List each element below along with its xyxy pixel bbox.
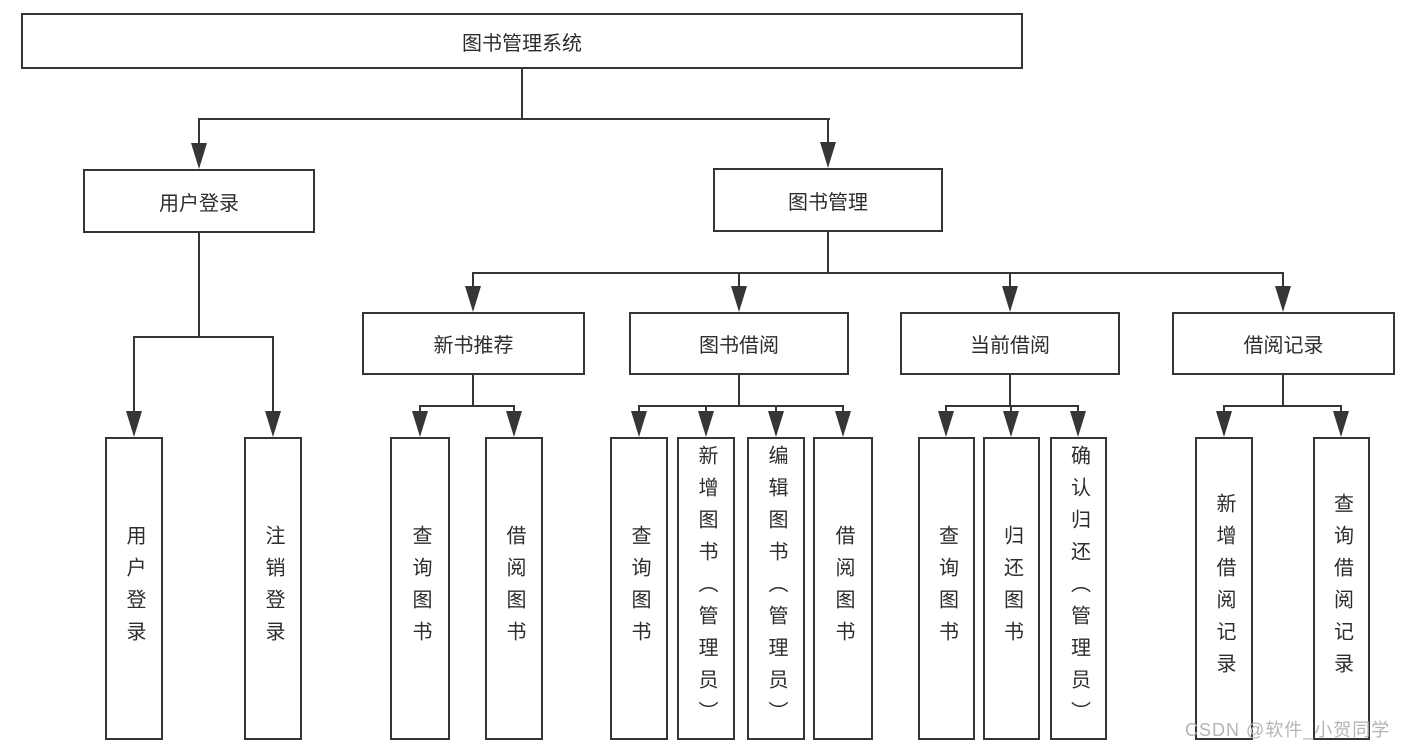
node-user-login-label: 用户登录 xyxy=(159,192,239,215)
node-book-management-label: 图书管理 xyxy=(788,191,868,214)
connector-line xyxy=(1009,273,1011,288)
connector-line xyxy=(775,406,777,414)
arrow-down-icon xyxy=(631,411,647,437)
leaf-records-query-record: 查询借阅记录 xyxy=(1313,437,1370,740)
leaf-user-login: 用户登录 xyxy=(105,437,163,740)
connector-line xyxy=(198,119,200,145)
connector-line xyxy=(738,375,740,406)
leaf-records-query-record-label: 查询借阅记录 xyxy=(1330,492,1353,685)
connector-line xyxy=(827,232,829,273)
arrow-down-icon xyxy=(1275,286,1291,312)
connector-line xyxy=(705,406,707,414)
connector-line xyxy=(272,337,274,413)
node-current-borrow-label: 当前借阅 xyxy=(970,335,1050,357)
connector-line xyxy=(1010,406,1012,414)
arrow-down-icon xyxy=(465,286,481,312)
connector-line xyxy=(842,406,844,414)
connector-line xyxy=(521,69,523,119)
node-book-borrow: 图书借阅 xyxy=(629,312,849,375)
connector-line xyxy=(1340,406,1342,414)
arrow-down-icon xyxy=(191,143,207,169)
leaf-current-query-books-label: 查询图书 xyxy=(935,524,958,653)
connector-line xyxy=(198,118,830,120)
connector-line xyxy=(472,375,474,406)
arrow-down-icon xyxy=(126,411,142,437)
leaf-borrow-edit-books: 编辑图书（管理员） xyxy=(747,437,805,740)
leaf-current-query-books: 查询图书 xyxy=(918,437,975,740)
leaf-current-return-books: 归还图书 xyxy=(983,437,1040,740)
node-new-book-recommend-label: 新书推荐 xyxy=(433,335,514,357)
leaf-borrow-add-books-label: 新增图书（管理员） xyxy=(695,444,717,733)
node-user-login: 用户登录 xyxy=(83,169,315,233)
arrow-down-icon xyxy=(820,142,836,168)
connector-line xyxy=(1009,375,1011,406)
node-root-system: 图书管理系统 xyxy=(21,13,1023,69)
connector-line xyxy=(472,273,474,288)
connector-line xyxy=(1282,375,1284,406)
leaf-recommend-borrow-books-label: 借阅图书 xyxy=(503,524,525,653)
leaf-borrow-query-books: 查询图书 xyxy=(610,437,668,740)
connector-line xyxy=(1077,406,1079,414)
watermark-text: CSDN @软件_小贺同学 xyxy=(1185,720,1391,740)
node-root-system-label: 图书管理系统 xyxy=(462,32,582,55)
connector-line xyxy=(1223,406,1225,414)
leaf-records-add-record-label: 新增借阅记录 xyxy=(1213,492,1235,685)
connector-line xyxy=(133,337,135,413)
node-borrow-records: 借阅记录 xyxy=(1172,312,1395,375)
arrow-down-icon xyxy=(1002,286,1018,312)
connector-line xyxy=(827,119,829,144)
node-new-book-recommend: 新书推荐 xyxy=(362,312,585,375)
connector-line xyxy=(513,406,515,414)
connector-line xyxy=(419,406,421,414)
leaf-recommend-borrow-books: 借阅图书 xyxy=(485,437,543,740)
leaf-current-confirm-return: 确认归还（管理员） xyxy=(1050,437,1107,740)
leaf-current-confirm-return-label: 确认归还（管理员） xyxy=(1067,444,1090,733)
connector-line xyxy=(419,405,515,407)
arrow-down-icon xyxy=(265,411,281,437)
arrow-down-icon xyxy=(1070,411,1086,437)
connector-line xyxy=(1223,405,1342,407)
leaf-borrow-add-books: 新增图书（管理员） xyxy=(677,437,735,740)
connector-line xyxy=(198,233,200,337)
leaf-logout: 注销登录 xyxy=(244,437,302,740)
leaf-records-add-record: 新增借阅记录 xyxy=(1195,437,1253,740)
connector-line xyxy=(945,406,947,414)
connector-line xyxy=(945,405,1079,407)
connector-line xyxy=(1282,273,1284,288)
arrow-down-icon xyxy=(1216,411,1232,437)
connector-line xyxy=(472,272,1284,274)
arrow-down-icon xyxy=(835,411,851,437)
node-borrow-records-label: 借阅记录 xyxy=(1243,335,1324,357)
arrow-down-icon xyxy=(731,286,747,312)
connector-line xyxy=(738,273,740,288)
connector-line xyxy=(638,405,844,407)
leaf-borrow-borrow-books: 借阅图书 xyxy=(813,437,873,740)
leaf-borrow-query-books-label: 查询图书 xyxy=(628,524,650,653)
leaf-user-login-label: 用户登录 xyxy=(123,524,145,653)
connector-line xyxy=(638,406,640,414)
node-current-borrow: 当前借阅 xyxy=(900,312,1120,375)
node-book-borrow-label: 图书借阅 xyxy=(699,335,779,357)
leaf-current-return-books-label: 归还图书 xyxy=(1000,524,1023,653)
arrow-down-icon xyxy=(768,411,784,437)
leaf-borrow-edit-books-label: 编辑图书（管理员） xyxy=(765,444,787,733)
node-book-management: 图书管理 xyxy=(713,168,943,232)
leaf-logout-label: 注销登录 xyxy=(262,524,284,653)
leaf-recommend-query-books-label: 查询图书 xyxy=(409,524,431,653)
arrow-down-icon xyxy=(506,411,522,437)
arrow-down-icon xyxy=(412,411,428,437)
arrow-down-icon xyxy=(1003,411,1019,437)
arrow-down-icon xyxy=(698,411,714,437)
leaf-recommend-query-books: 查询图书 xyxy=(390,437,450,740)
arrow-down-icon xyxy=(938,411,954,437)
arrow-down-icon xyxy=(1333,411,1349,437)
leaf-borrow-borrow-books-label: 借阅图书 xyxy=(832,524,854,653)
connector-line xyxy=(133,336,274,338)
